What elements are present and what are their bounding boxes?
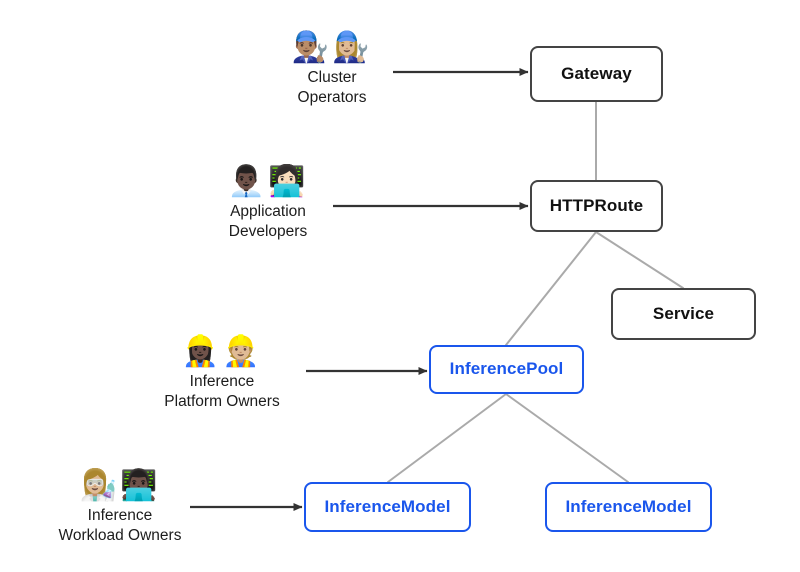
node-httproute[interactable]: HTTPRoute xyxy=(530,180,663,232)
edge-inferencepool-inferencemodel1 xyxy=(387,393,507,483)
man-mechanic-icon: 👨🏽‍🔧👩🏼‍🔧 xyxy=(291,30,373,65)
persona-inference-workload-owners: 👩🏼‍🔬👨🏿‍💻 Inference Workload Owners xyxy=(5,468,235,546)
persona-application-developers: 👨🏿‍💼👩🏻‍💻 Application Developers xyxy=(153,164,383,242)
node-inferencemodel1[interactable]: InferenceModel xyxy=(304,482,471,532)
man-office-worker-icon: 👨🏿‍💼👩🏻‍💻 xyxy=(227,164,309,199)
persona-label-inference-platform-owners: Inference Platform Owners xyxy=(164,373,280,410)
node-label-inferencemodel2: InferenceModel xyxy=(565,496,692,516)
woman-construction-worker-icon: 👷🏿‍♀️👷🏼 xyxy=(181,334,263,369)
node-inferencepool[interactable]: InferencePool xyxy=(429,345,584,394)
node-label-inferencemodel1: InferenceModel xyxy=(324,496,451,516)
node-service[interactable]: Service xyxy=(611,288,756,340)
woman-scientist-icon: 👩🏼‍🔬👨🏿‍💻 xyxy=(79,468,161,503)
persona-label-application-developers: Application Developers xyxy=(228,203,308,240)
edge-httproute-inferencepool xyxy=(505,231,597,346)
persona-label-inference-workload-owners: Inference Workload Owners xyxy=(58,507,182,544)
persona-arrows xyxy=(190,68,529,511)
node-label-gateway: Gateway xyxy=(561,63,632,83)
persona-label-cluster-operators: Cluster Operators xyxy=(297,69,367,106)
node-gateway[interactable]: Gateway xyxy=(530,46,663,102)
node-label-inferencepool: InferencePool xyxy=(449,359,564,379)
node-label-service: Service xyxy=(652,303,715,323)
edge-httproute-service xyxy=(595,231,684,289)
edge-inferencepool-inferencemodel2 xyxy=(505,393,629,483)
node-label-httproute: HTTPRoute xyxy=(549,195,644,215)
persona-cluster-operators: 👨🏽‍🔧👩🏼‍🔧 Cluster Operators xyxy=(217,30,447,108)
node-inferencemodel2[interactable]: InferenceModel xyxy=(545,482,712,532)
persona-inference-platform-owners: 👷🏿‍♀️👷🏼 Inference Platform Owners xyxy=(107,334,337,412)
